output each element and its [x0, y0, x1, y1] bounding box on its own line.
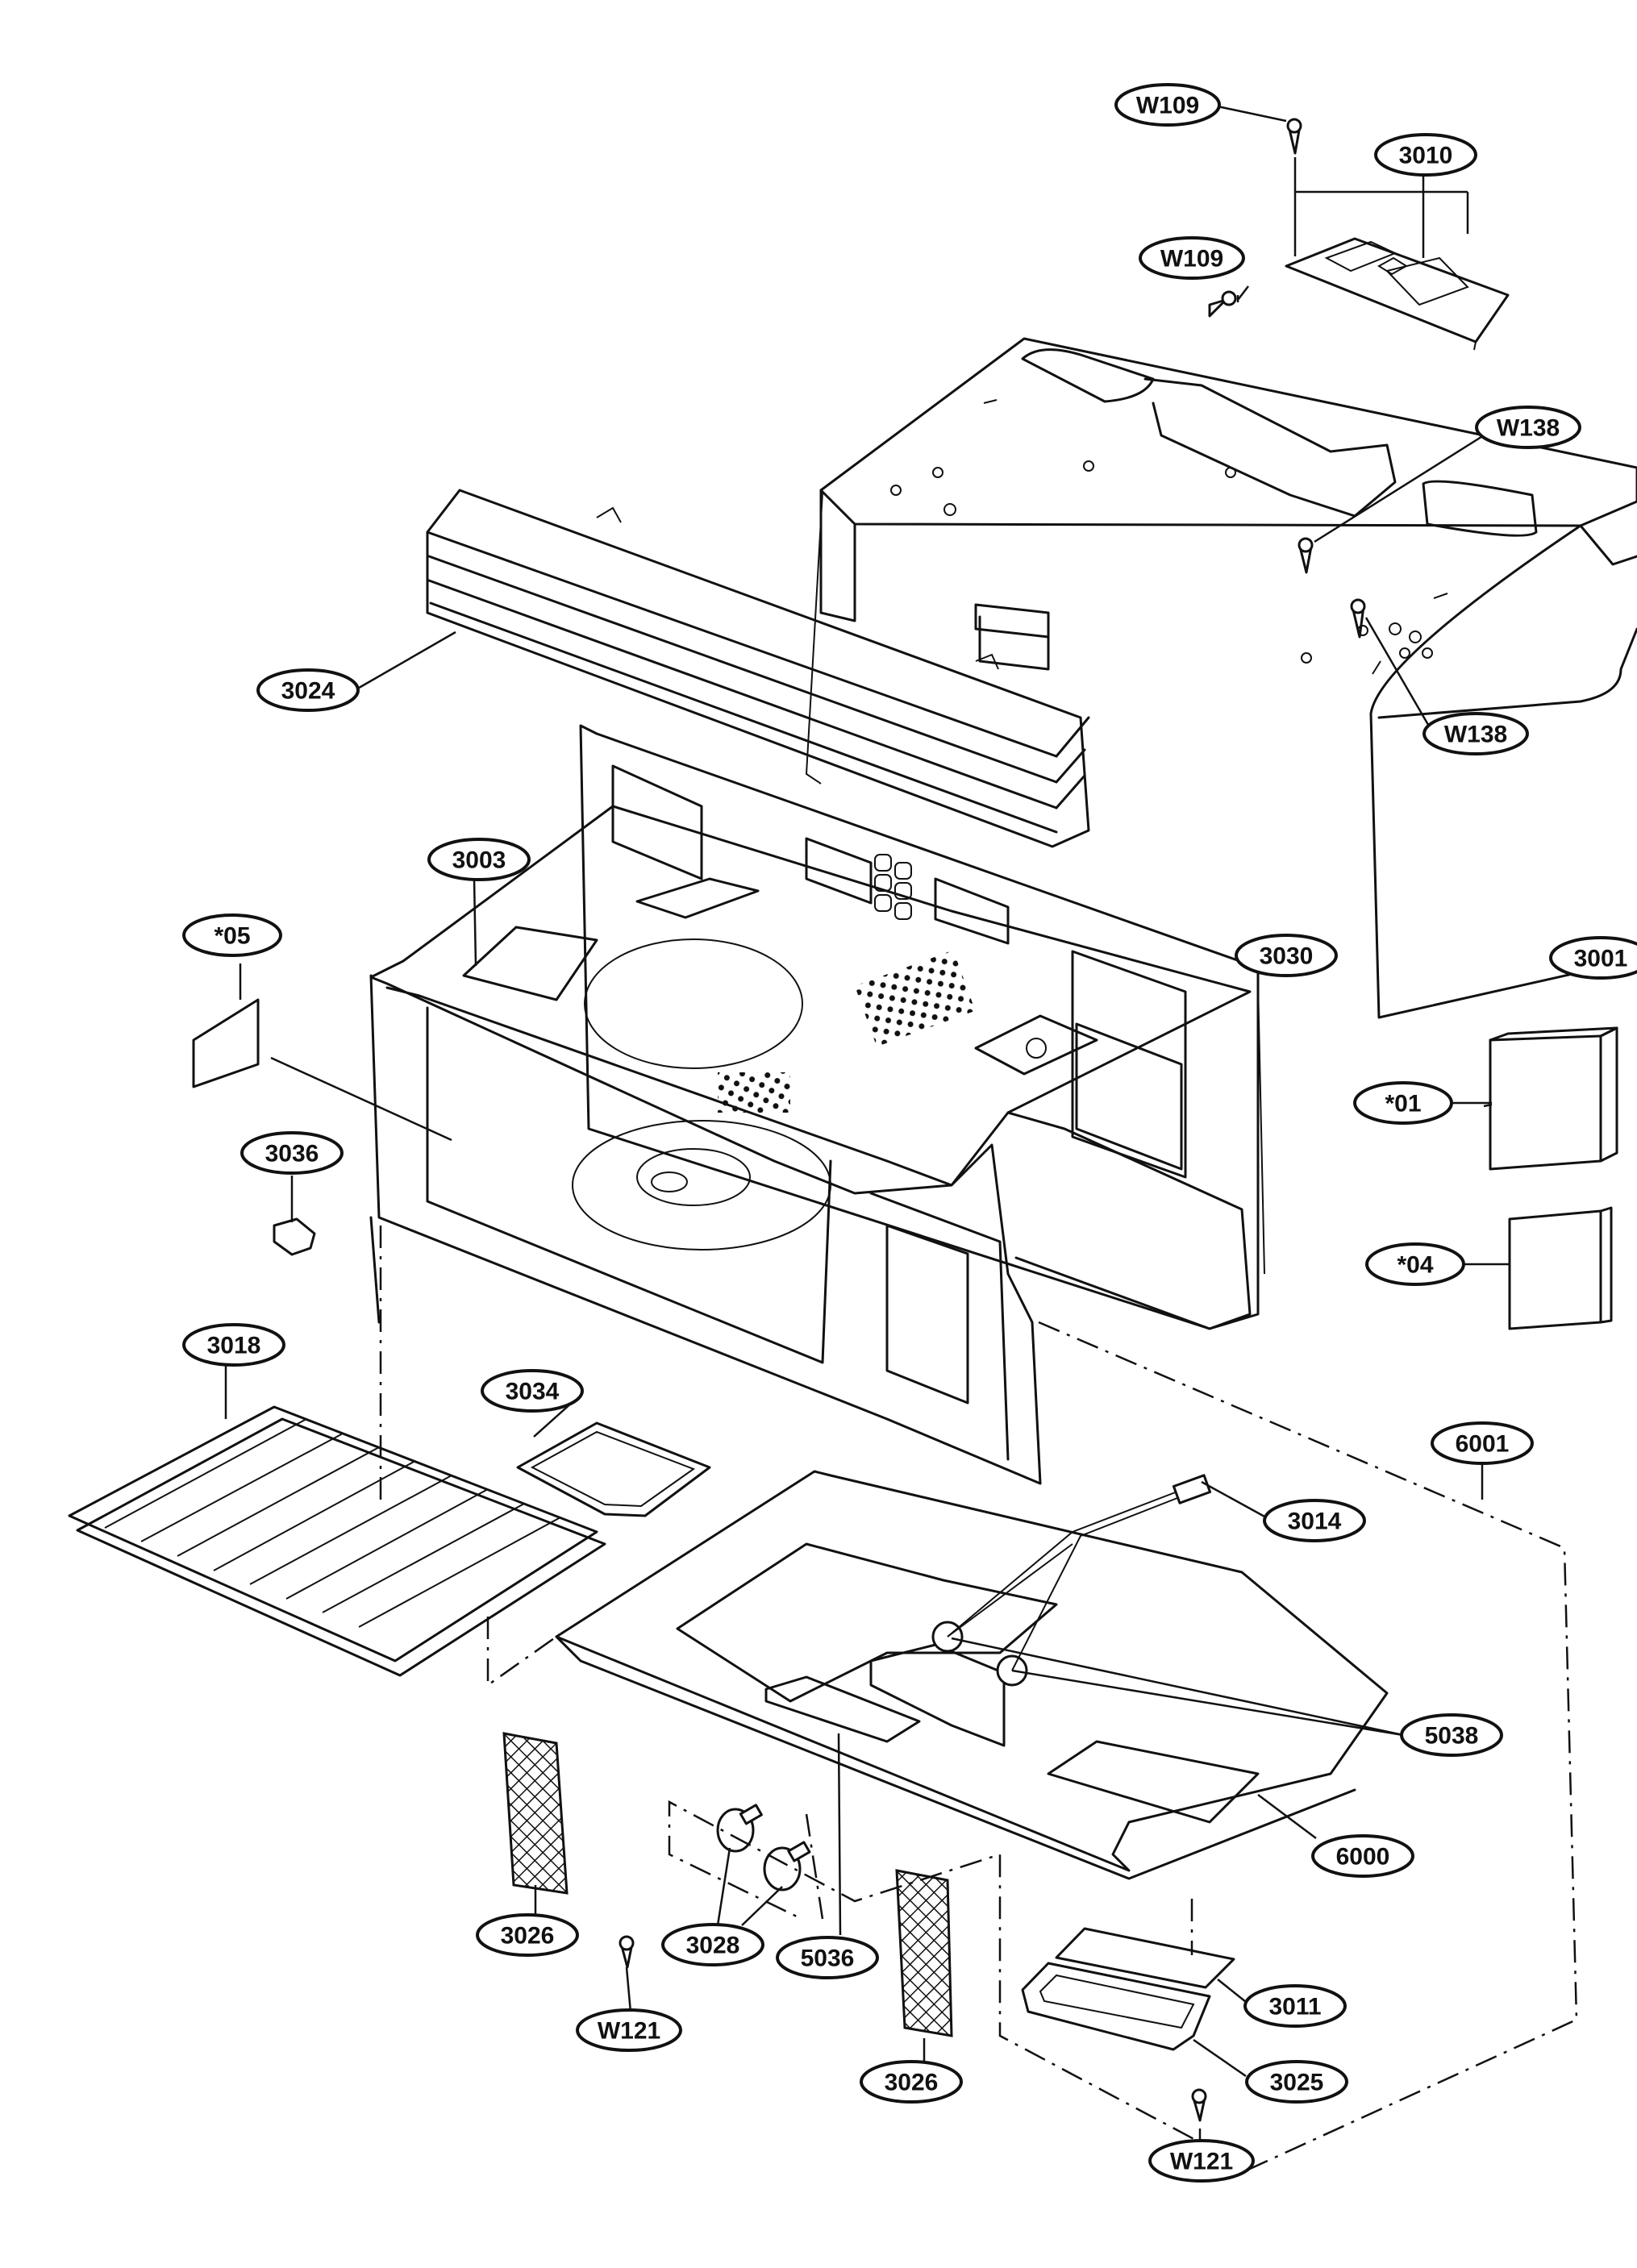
oven-cavity — [369, 724, 1265, 1485]
svg-text:W121: W121 — [1170, 2149, 1233, 2175]
grouping-lines — [379, 1226, 1578, 2170]
svg-text:3025: 3025 — [1270, 2070, 1324, 2096]
svg-text:*01: *01 — [1385, 1091, 1421, 1117]
svg-text:3024: 3024 — [281, 678, 335, 705]
callout-3036: 3036 — [240, 1131, 344, 1175]
callout-3034: 3034 — [481, 1369, 584, 1413]
svg-text:3014: 3014 — [1288, 1509, 1342, 1535]
svg-text:W109: W109 — [1136, 93, 1199, 119]
svg-text:3036: 3036 — [265, 1141, 319, 1167]
callout-3024: 3024 — [256, 668, 360, 712]
svg-text:*04: *04 — [1397, 1252, 1433, 1279]
callout-3010: 3010 — [1374, 133, 1477, 177]
callout-3011: 3011 — [1243, 1984, 1347, 2028]
leader-lines — [224, 105, 1637, 2145]
svg-text:3003: 3003 — [452, 847, 506, 874]
callout-3026-left: 3026 — [476, 1913, 579, 1957]
svg-text:6000: 6000 — [1336, 1844, 1390, 1871]
labels-boxes — [192, 998, 1618, 1330]
callout-3028: 3028 — [661, 1923, 764, 1966]
lamp-cover — [1021, 1927, 1235, 2051]
callout-3018: 3018 — [182, 1323, 285, 1367]
svg-text:3010: 3010 — [1399, 143, 1453, 169]
lamp-housing — [764, 1675, 921, 1743]
wire-rack — [68, 1405, 606, 1677]
callout-3026-right: 3026 — [860, 2060, 963, 2104]
vent-grille — [426, 489, 1090, 848]
svg-text:5036: 5036 — [801, 1945, 855, 1972]
callout-5038: 5038 — [1400, 1713, 1503, 1757]
svg-text:3026: 3026 — [501, 1923, 555, 1950]
svg-text:3026: 3026 — [885, 2070, 939, 2096]
svg-text:3034: 3034 — [506, 1379, 560, 1405]
svg-text:3011: 3011 — [1268, 1994, 1321, 2020]
manual-box-01 — [1489, 1026, 1618, 1171]
callout-6000: 6000 — [1311, 1834, 1414, 1878]
cover-3034 — [516, 1421, 711, 1517]
callout-w121-left: W121 — [576, 2008, 682, 2052]
svg-text:3018: 3018 — [207, 1333, 261, 1359]
callout-04: *04 — [1365, 1242, 1465, 1286]
svg-text:W121: W121 — [598, 2018, 660, 2045]
latch-3036 — [273, 1217, 316, 1256]
screws — [619, 118, 1366, 2122]
svg-text:*05: *05 — [214, 923, 250, 950]
callout-3025: 3025 — [1245, 2060, 1348, 2104]
callout-w109-top: W109 — [1114, 83, 1221, 127]
callout-6001: 6001 — [1431, 1421, 1534, 1465]
svg-text:3030: 3030 — [1260, 943, 1314, 970]
svg-text:3028: 3028 — [686, 1933, 740, 1959]
svg-text:5038: 5038 — [1425, 1723, 1479, 1750]
callout-5036: 5036 — [776, 1936, 879, 1979]
manual-box-04 — [1508, 1206, 1613, 1330]
lamp-bulbs — [716, 1804, 811, 1891]
callout-w121-right: W121 — [1148, 2139, 1255, 2183]
callout-w138-b: W138 — [1422, 712, 1529, 755]
label-05-sheet — [192, 998, 260, 1088]
callout-w109-mid: W109 — [1139, 236, 1245, 280]
callout-3003: 3003 — [427, 838, 531, 881]
callout-3001: 3001 — [1549, 936, 1637, 980]
svg-text:W138: W138 — [1497, 415, 1560, 442]
callout-3014: 3014 — [1263, 1499, 1366, 1542]
svg-text:W138: W138 — [1444, 722, 1507, 748]
callout-w138-a: W138 — [1475, 406, 1581, 449]
callout-05: *05 — [182, 913, 282, 957]
callout-3030: 3030 — [1235, 934, 1338, 977]
base-plate — [555, 1470, 1389, 1880]
top-plate — [1285, 237, 1510, 351]
grease-filters — [502, 1732, 953, 2037]
outer-cabinet — [805, 337, 1637, 1019]
svg-text:6001: 6001 — [1456, 1431, 1510, 1458]
svg-text:3001: 3001 — [1574, 946, 1628, 972]
svg-text:W109: W109 — [1160, 246, 1223, 273]
callout-01: *01 — [1353, 1081, 1453, 1125]
